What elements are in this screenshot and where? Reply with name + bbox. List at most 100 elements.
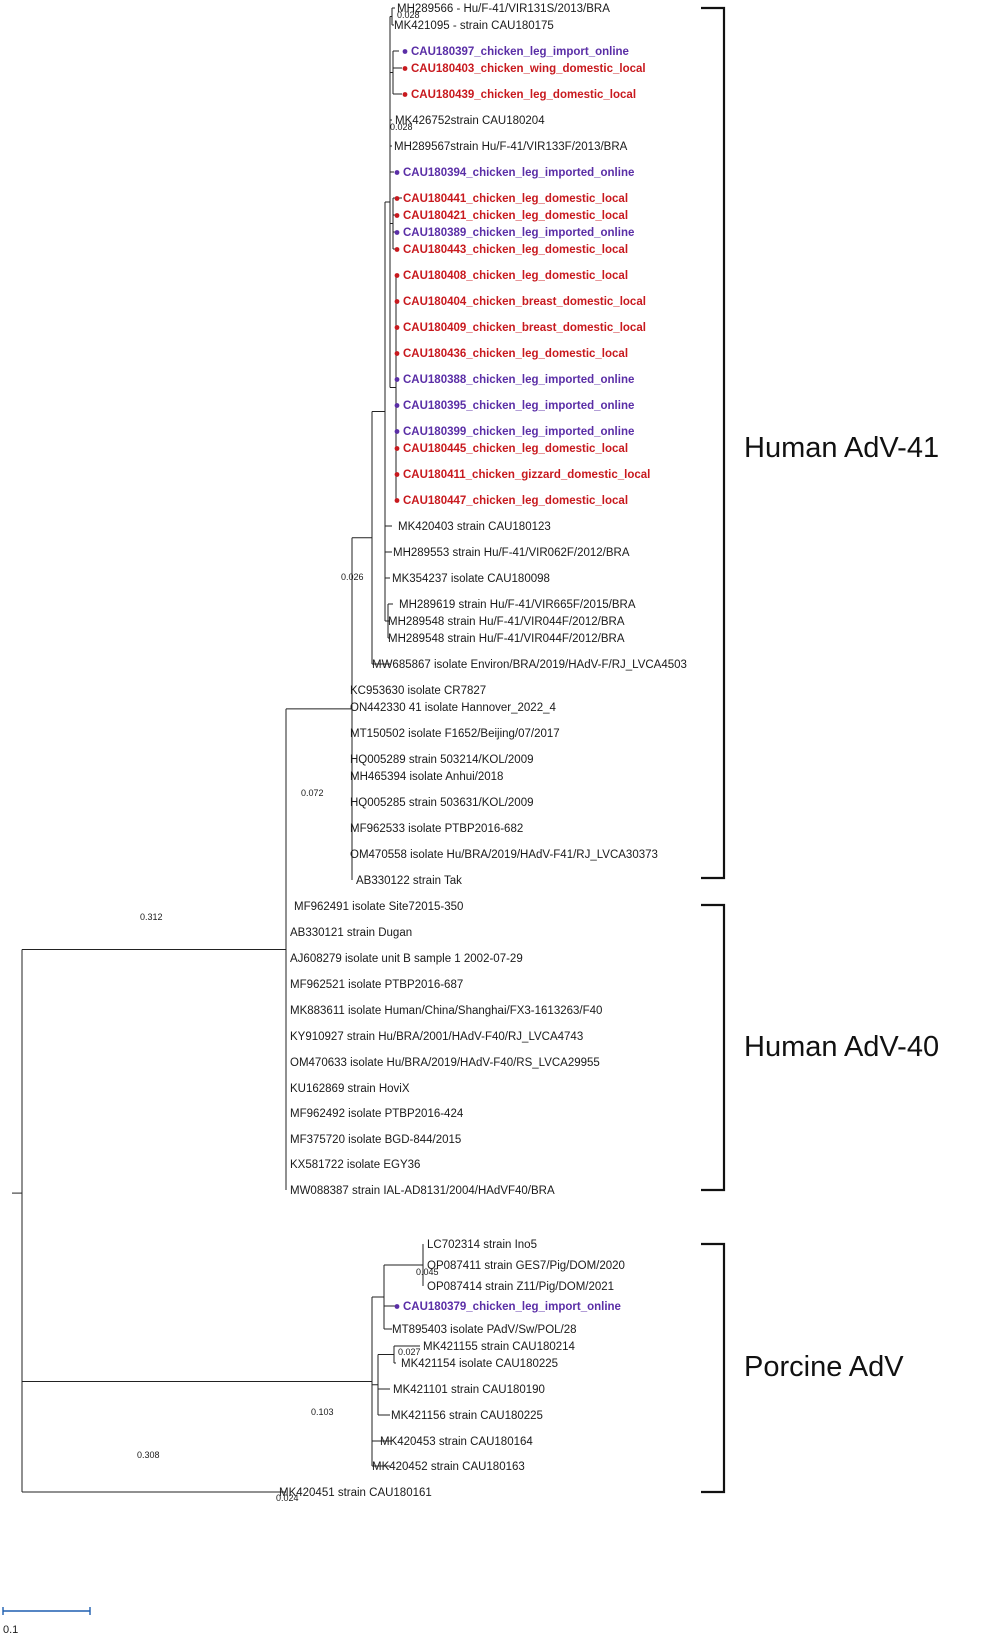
leaf-label: KX581722 isolate EGY36 [290, 1159, 420, 1171]
leaf-label: MK420452 strain CAU180163 [372, 1461, 525, 1473]
leaf-label: MK883611 isolate Human/China/Shanghai/FX… [290, 1005, 602, 1017]
sample-dot-icon [394, 446, 400, 451]
sample-dot-icon [394, 325, 400, 330]
leaf-label: CAU180388_chicken_leg_imported_online [403, 374, 634, 386]
leaf-label: HQ005289 strain 503214/KOL/2009 [350, 754, 534, 766]
clade-label-human-adv-41: Human AdV-41 [744, 432, 939, 464]
sample-dot-icon [394, 213, 400, 218]
leaf-label: CAU180379_chicken_leg_import_online [403, 1301, 621, 1313]
clade-bracket [701, 1242, 726, 1494]
leaf-label: MT150502 isolate F1652/Beijing/07/2017 [350, 728, 560, 740]
leaf-label: AB330121 strain Dugan [290, 927, 412, 939]
clade-label-human-adv-40: Human AdV-40 [744, 1031, 939, 1063]
leaf-label: MK421095 - strain CAU180175 [394, 20, 554, 32]
leaf-label: CAU180389_chicken_leg_imported_online [403, 227, 634, 239]
leaf-label: MF962491 isolate Site72015-350 [294, 901, 463, 913]
sample-dot-icon [394, 170, 400, 175]
leaf-label: MK420451 strain CAU180161 [279, 1487, 432, 1499]
sample-dot-icon [394, 196, 400, 201]
leaf-label: MH289566 - Hu/F-41/VIR131S/2013/BRA [397, 3, 610, 15]
sample-dot-icon [402, 92, 408, 97]
leaf-label: MK420453 strain CAU180164 [380, 1436, 533, 1448]
leaf-label: KU162869 strain HoviX [290, 1083, 410, 1095]
leaf-label: ON442330 41 isolate Hannover_2022_4 [350, 702, 556, 714]
sample-dot-icon [394, 1304, 400, 1309]
leaf-label: CAU180439_chicken_leg_domestic_local [411, 89, 636, 101]
leaf-label: OM470633 isolate Hu/BRA/2019/HAdV-F40/RS… [290, 1057, 600, 1069]
leaf-label: MF375720 isolate BGD-844/2015 [290, 1134, 461, 1146]
bootstrap-value: 0.103 [311, 1407, 334, 1417]
sample-dot-icon [394, 273, 400, 278]
leaf-label: CAU180397_chicken_leg_import_online [411, 46, 629, 58]
sample-dot-icon [394, 351, 400, 356]
leaf-label: MF962521 isolate PTBP2016-687 [290, 979, 463, 991]
sample-dot-icon [402, 49, 408, 54]
leaf-label: MH465394 isolate Anhui/2018 [350, 771, 503, 783]
leaf-label: MK421154 isolate CAU180225 [401, 1358, 558, 1370]
sample-dot-icon [394, 299, 400, 304]
leaf-label: CAU180409_chicken_breast_domestic_local [403, 322, 646, 334]
leaf-label: OP087411 strain GES7/Pig/DOM/2020 [427, 1260, 625, 1272]
sample-dot-icon [394, 429, 400, 434]
leaf-label: CAU180404_chicken_breast_domestic_local [403, 296, 646, 308]
leaf-label: MH289619 strain Hu/F-41/VIR665F/2015/BRA [399, 599, 636, 611]
leaf-label: HQ005285 strain 503631/KOL/2009 [350, 797, 534, 809]
bootstrap-value: 0.308 [137, 1450, 160, 1460]
leaf-label: MK426752strain CAU180204 [395, 115, 545, 127]
leaf-label: OM470558 isolate Hu/BRA/2019/HAdV-F41/RJ… [350, 849, 658, 861]
leaf-label: MK421155 strain CAU180214 [423, 1341, 576, 1353]
bootstrap-value: 0.027 [398, 1347, 421, 1357]
leaf-label: CAU180441_chicken_leg_domestic_local [403, 193, 628, 205]
bootstrap-value: 0.028 [390, 122, 413, 132]
leaf-label: CAU180411_chicken_gizzard_domestic_local [403, 469, 650, 481]
leaf-labels: MH289566 - Hu/F-41/VIR131S/2013/BRA MK421… [279, 3, 687, 1499]
leaf-label: AB330122 strain Tak [356, 875, 462, 887]
leaf-label: MK421156 strain CAU180225 [391, 1410, 543, 1422]
sample-markers [394, 49, 408, 1309]
leaf-label: MF962533 isolate PTBP2016-682 [350, 823, 523, 835]
leaf-label: CAU180436_chicken_leg_domestic_local [403, 348, 628, 360]
clade-brackets [701, 6, 726, 1494]
scale-bar-label: 0.1 [3, 1624, 18, 1636]
clade-bracket [701, 903, 726, 1192]
leaf-label: MH289553 strain Hu/F-41/VIR062F/2012/BRA [393, 547, 630, 559]
bootstrap-value: 0.024 [276, 1493, 299, 1503]
leaf-label: CAU180447_chicken_leg_domestic_local [403, 495, 628, 507]
bootstrap-values: 0.028 0.028 0.026 0.072 0.312 0.045 0.027 0.103… [137, 10, 439, 1503]
leaf-label: MH289548 strain Hu/F-41/VIR044F/2012/BRA [388, 633, 625, 645]
leaf-label: CAU180395_chicken_leg_imported_online [403, 400, 634, 412]
leaf-label: CAU180443_chicken_leg_domestic_local [403, 244, 628, 256]
leaf-label: CAU180421_chicken_leg_domestic_local [403, 210, 628, 222]
bootstrap-value: 0.072 [301, 788, 324, 798]
tree-branches [12, 7, 424, 1493]
bootstrap-value: 0.045 [416, 1267, 439, 1277]
leaf-label: CAU180403_chicken_wing_domestic_local [411, 63, 646, 75]
leaf-label: CAU180445_chicken_leg_domestic_local [403, 443, 628, 455]
clade-label-porcine-adv: Porcine AdV [744, 1351, 904, 1383]
leaf-label: MT895403 isolate PAdV/Sw/POL/28 [392, 1324, 577, 1336]
leaf-label: OP087414 strain Z11/Pig/DOM/2021 [427, 1281, 614, 1293]
leaf-label: MK420403 strain CAU180123 [398, 521, 551, 533]
bootstrap-value: 0.028 [397, 10, 420, 20]
leaf-label: MH289567strain Hu/F-41/VIR133F/2013/BRA [394, 141, 628, 153]
clade-bracket [701, 6, 726, 880]
sample-dot-icon [394, 230, 400, 235]
sample-dot-icon [394, 247, 400, 252]
sample-dot-icon [394, 377, 400, 382]
sample-dot-icon [394, 472, 400, 477]
sample-dot-icon [402, 66, 408, 71]
sample-dot-icon [394, 403, 400, 408]
leaf-label: AJ608279 isolate unit B sample 1 2002-07… [290, 953, 523, 965]
leaf-label: MW088387 strain IAL-AD8131/2004/HAdVF40/… [290, 1185, 555, 1197]
leaf-label: MK421101 strain CAU180190 [393, 1384, 545, 1396]
bootstrap-value: 0.312 [140, 912, 163, 922]
leaf-label: CAU180399_chicken_leg_imported_online [403, 426, 634, 438]
leaf-label: MW685867 isolate Environ/BRA/2019/HAdV-F… [372, 659, 687, 671]
bootstrap-value: 0.026 [341, 572, 364, 582]
leaf-label: KY910927 strain Hu/BRA/2001/HAdV-F40/RJ_… [290, 1031, 583, 1043]
leaf-label: MF962492 isolate PTBP2016-424 [290, 1108, 464, 1120]
leaf-label: MK354237 isolate CAU180098 [392, 573, 550, 585]
sample-dot-icon [394, 498, 400, 503]
leaf-label: LC702314 strain Ino5 [427, 1239, 537, 1251]
